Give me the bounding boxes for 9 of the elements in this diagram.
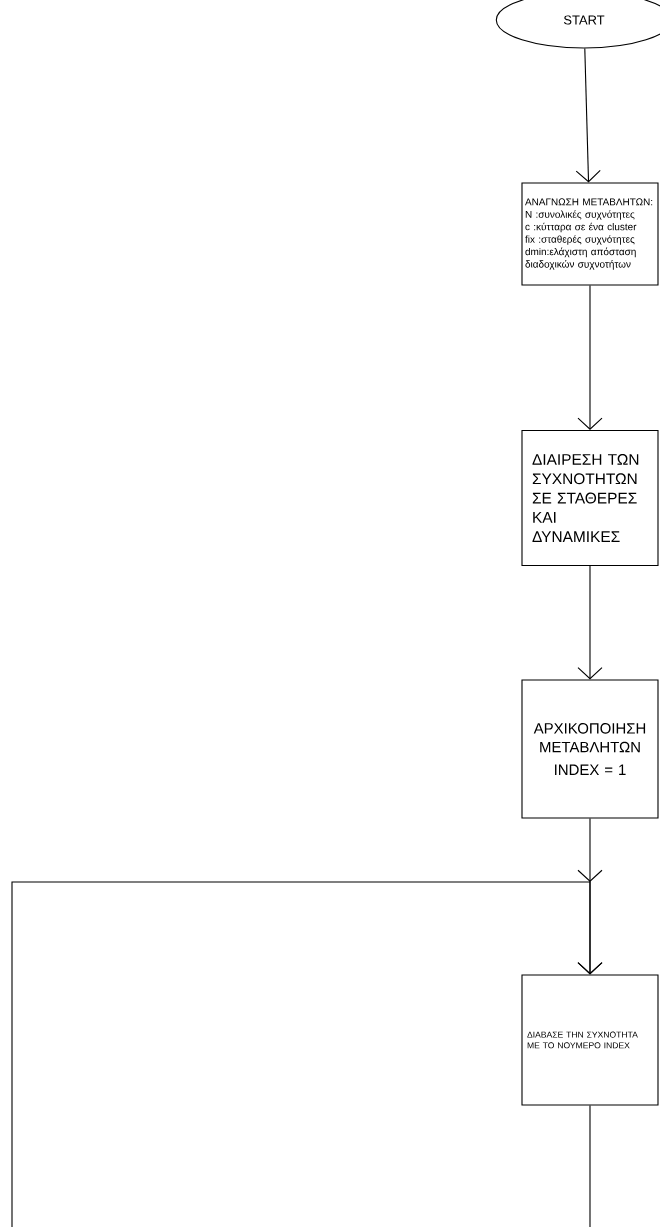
process-box: ΑΡΧΙΚΟΠΟΙΗΣΗ ΜΕΤΑΒΛΗΤΩΝ INDEX = 1 [521, 679, 659, 819]
process-box: ΑΝΑΓΝΩΣΗ ΜΕΤΑΒΛΗΤΩΝ: N :συνολικές συχνότητες c :κύτταρα σε ένα cluster fix :σταθερές συχνότητες dmin:ελάχιστη απόσταση διαδοχικών συχνοτήτων [521, 182, 659, 286]
process-box: ΔΙΑΙΡΕΣΗ ΤΩΝ ΣΥΧΝΟΤΗΤΩΝ ΣΕ ΣΤΑΘΕΡΕΣ ΚΑΙ ΔΥΝΑΜΙΚΕΣ [521, 429, 659, 567]
process-box: ΔΙΑΒΑΣΕ ΤΗΝ ΣΥΧΝΟΤΗΤΑ ΜΕ ΤΟ ΝΟΥΜΕΡΟ INDEX [521, 974, 659, 1106]
line [589, 1105, 591, 1227]
loop-arrow [11, 869, 603, 1227]
arrow [575, 48, 601, 183]
arrow [577, 285, 603, 430]
arrow [577, 565, 603, 680]
